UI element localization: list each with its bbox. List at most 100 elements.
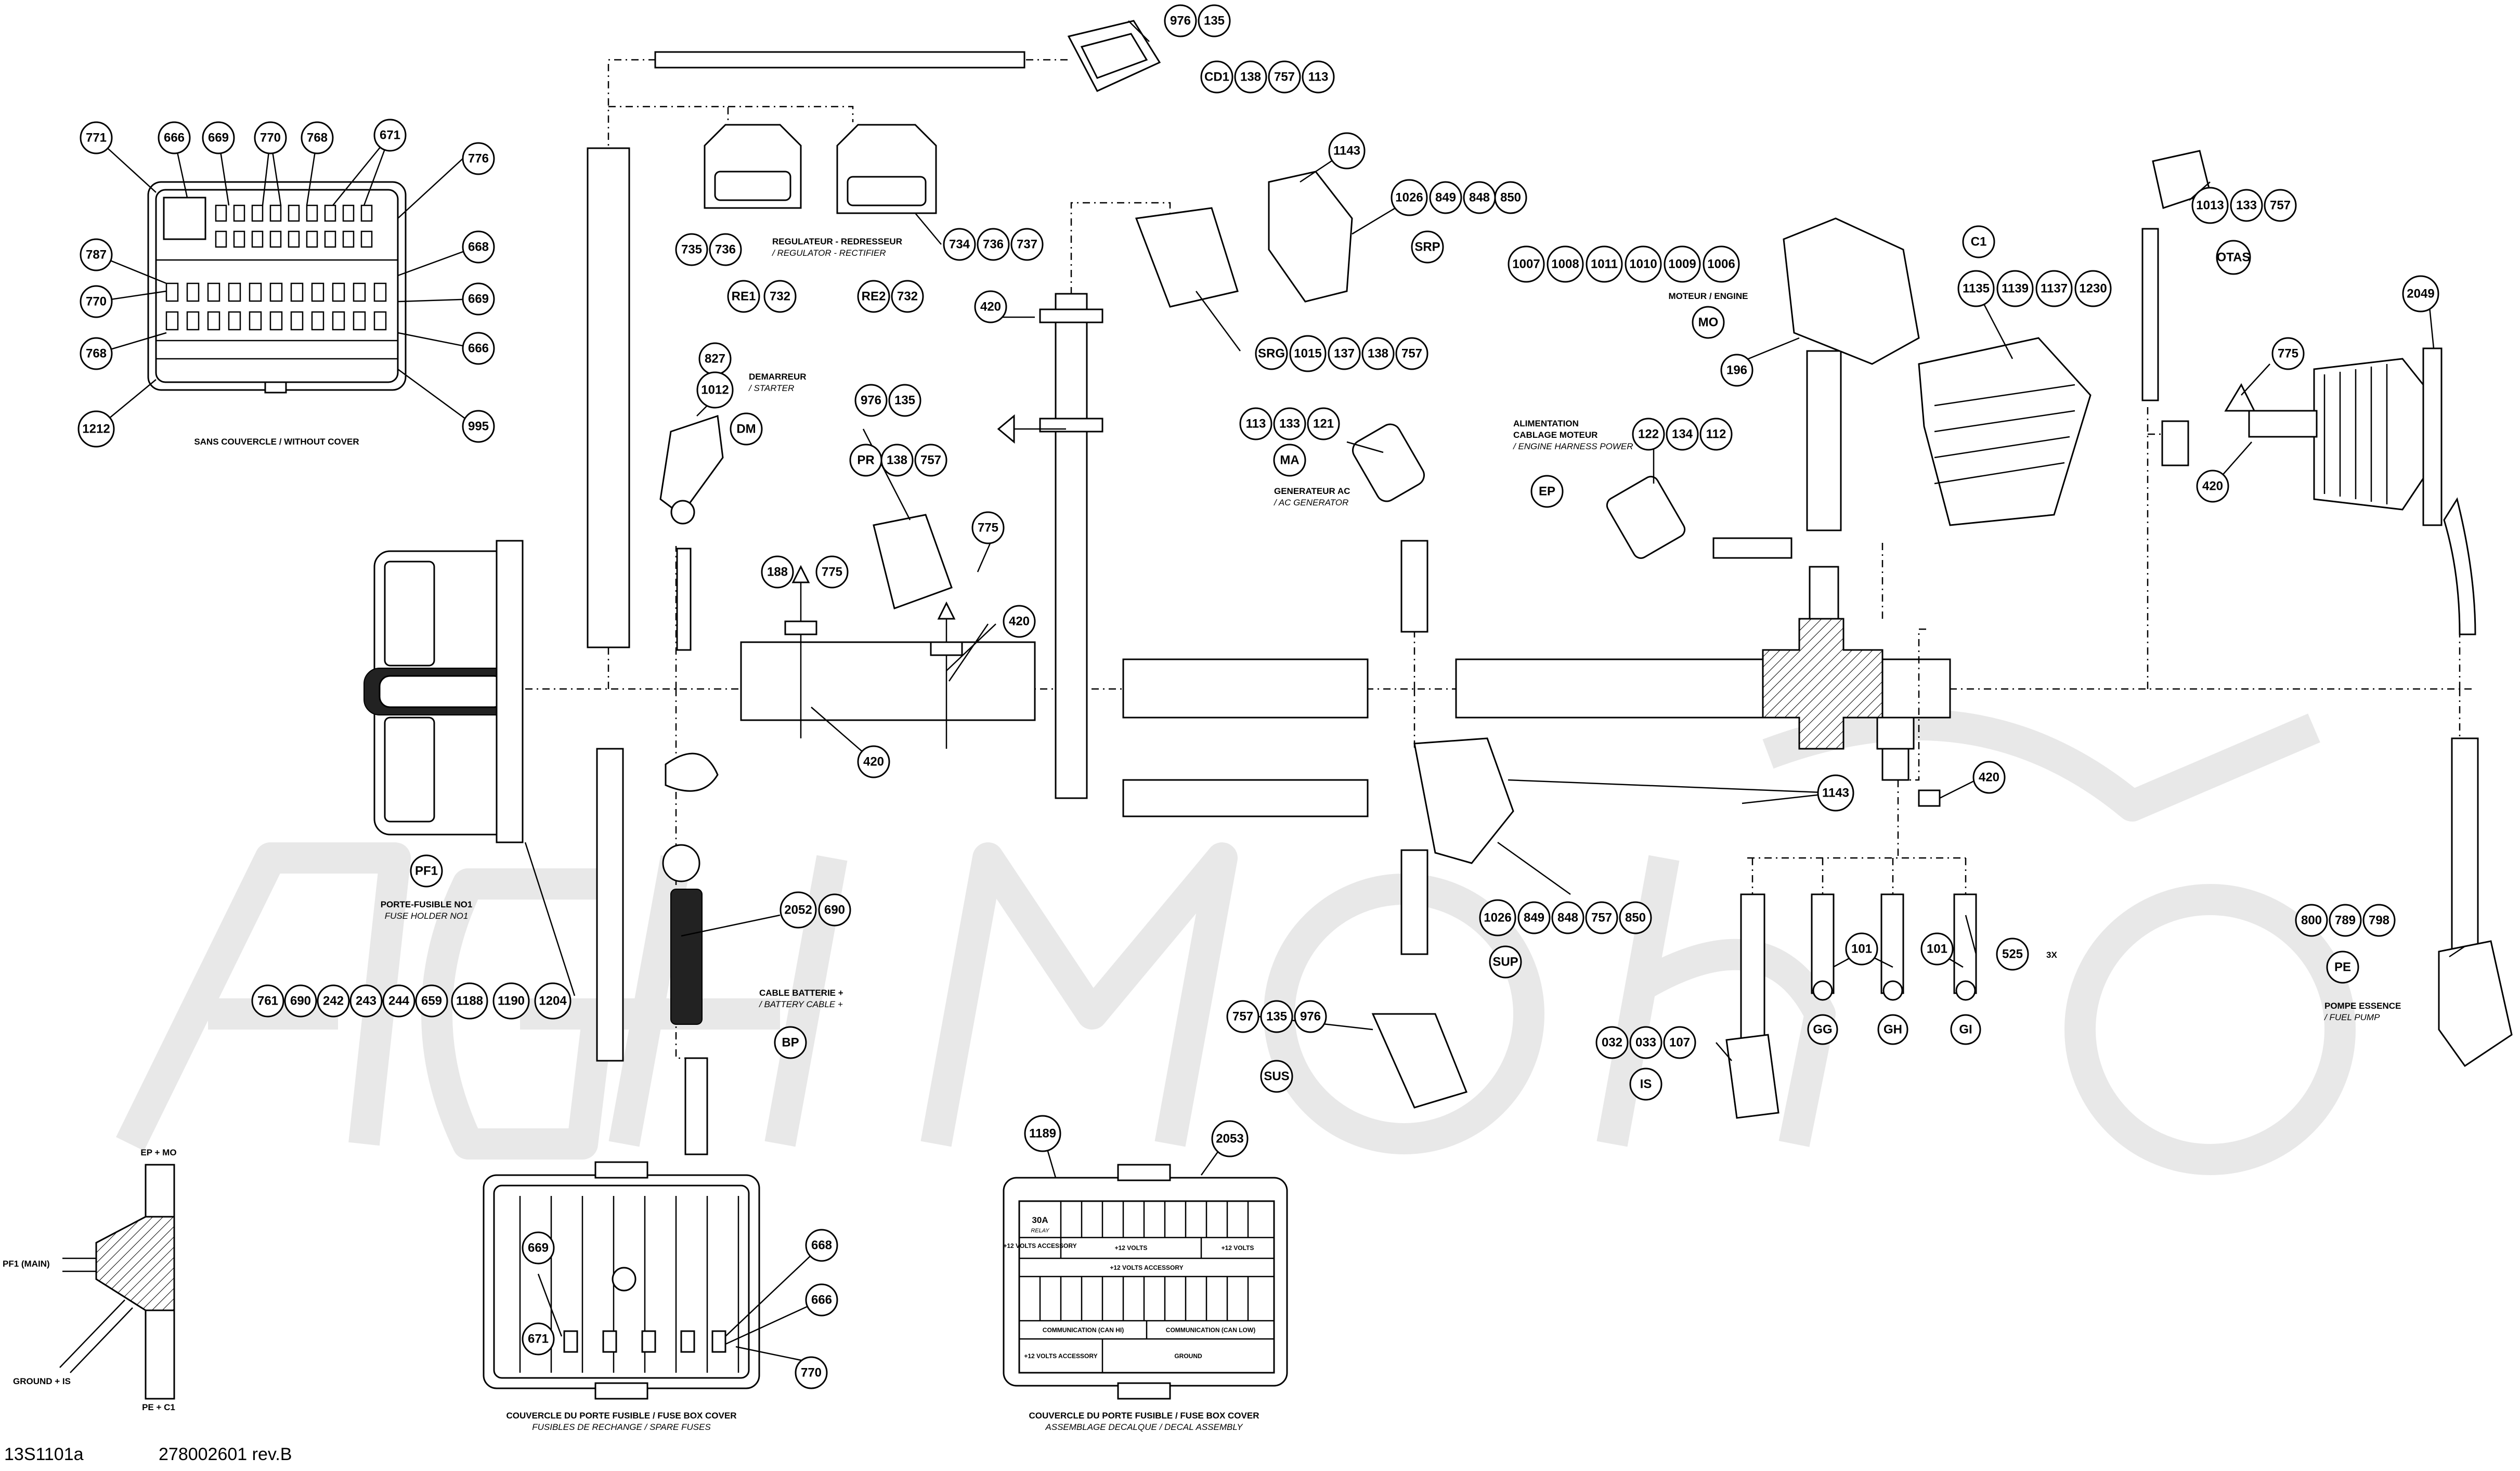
svg-text:420: 420	[2202, 479, 2223, 493]
svg-text:671: 671	[528, 1332, 549, 1346]
callout-1143-b: 1143	[1817, 774, 1854, 812]
svg-text:DM: DM	[736, 422, 756, 436]
callout-668-b: 668	[805, 1229, 838, 1262]
svg-text:757: 757	[1232, 1010, 1253, 1024]
svg-text:732: 732	[770, 290, 790, 304]
callout-849: 849	[1429, 181, 1462, 214]
callout-666-b: 666	[462, 332, 495, 365]
svg-text:420: 420	[980, 300, 1001, 314]
callout-757-d: 757	[2264, 189, 2297, 222]
regulator-fr: REGULATEUR - REDRESSEUR	[772, 237, 902, 246]
qty-3x: 3X	[2046, 950, 2057, 960]
svg-text:138: 138	[1368, 347, 1388, 361]
code-srp: SRP	[1411, 230, 1444, 264]
svg-text:668: 668	[468, 240, 489, 254]
callout-666-c: 666	[805, 1283, 838, 1317]
leader-lines	[96, 20, 2465, 1363]
callout-669-b: 669	[462, 282, 495, 316]
callout-1026: 1026	[1391, 179, 1428, 216]
svg-text:976: 976	[1300, 1010, 1321, 1024]
svg-text:671: 671	[380, 128, 400, 142]
callout-787: 787	[80, 238, 113, 271]
code-gh: GH	[1877, 1014, 1908, 1045]
part-number: 278002601 rev.B	[159, 1444, 292, 1464]
callout-1010: 1010	[1625, 245, 1662, 283]
svg-text:768: 768	[86, 347, 107, 361]
svg-text:138: 138	[1240, 70, 1261, 84]
callout-849-b: 849	[1517, 901, 1551, 934]
callout-1012: 1012	[696, 371, 734, 409]
svg-text:995: 995	[468, 420, 489, 434]
pf1-main-label: PF1 (MAIN)	[3, 1259, 50, 1269]
svg-text:113: 113	[1308, 70, 1329, 84]
svg-text:GH: GH	[1883, 1023, 1902, 1037]
svg-text:850: 850	[1625, 911, 1646, 925]
svg-text:827: 827	[705, 352, 725, 366]
splice-detail	[59, 1164, 175, 1400]
svg-text:1010: 1010	[1629, 257, 1657, 271]
svg-text:1143: 1143	[1333, 144, 1360, 158]
svg-text:787: 787	[86, 248, 107, 262]
pe-c1-label: PE + C1	[142, 1402, 175, 1412]
callout-770-c: 770	[795, 1356, 828, 1389]
engine-power-2: CABLAGE MOTEUR	[1513, 430, 1597, 440]
branch-bundles	[587, 51, 2479, 1155]
svg-text:IS: IS	[1640, 1077, 1652, 1091]
callout-1204: 1204	[534, 982, 571, 1020]
ring-terminals	[1812, 980, 1976, 1001]
code-ep: EP	[1530, 475, 1564, 508]
callout-768-b: 768	[80, 337, 113, 370]
fuse-box-cover-spare	[483, 1161, 760, 1400]
fuse-holder-top-view	[147, 181, 407, 394]
svg-text:775: 775	[978, 521, 998, 535]
svg-text:1188: 1188	[456, 994, 483, 1008]
code-srg: SRG	[1255, 337, 1288, 370]
callout-244: 244	[382, 984, 415, 1018]
code-pr: PR	[849, 444, 882, 477]
svg-text:757: 757	[920, 453, 941, 467]
callout-671: 671	[373, 119, 407, 152]
svg-text:976: 976	[1170, 14, 1191, 28]
callout-107: 107	[1663, 1026, 1696, 1059]
svg-text:770: 770	[86, 295, 107, 309]
svg-text:850: 850	[1500, 191, 1521, 205]
decal-12v: +12 VOLTS	[1115, 1244, 1148, 1252]
callout-690-b: 690	[284, 984, 317, 1018]
engine-power-1: ALIMENTATION	[1513, 419, 1579, 428]
svg-text:659: 659	[421, 994, 442, 1008]
callout-113: 113	[1302, 60, 1335, 94]
svg-text:RE2: RE2	[862, 290, 886, 304]
svg-text:1135: 1135	[1963, 282, 1990, 296]
decal-12v-b: +12 VOLTS	[1222, 1244, 1254, 1252]
callout-669-c: 669	[522, 1231, 555, 1265]
svg-text:732: 732	[897, 290, 918, 304]
svg-text:138: 138	[887, 453, 907, 467]
callout-798: 798	[2362, 904, 2396, 937]
svg-text:690: 690	[290, 994, 311, 1008]
code-c1: C1	[1962, 225, 1995, 258]
svg-text:134: 134	[1672, 427, 1693, 441]
callout-771: 771	[80, 121, 113, 154]
svg-text:761: 761	[257, 994, 278, 1008]
svg-text:734: 734	[949, 238, 970, 252]
callout-1135: 1135	[1957, 270, 1995, 307]
callout-101-b: 101	[1920, 932, 1954, 966]
callout-666: 666	[158, 121, 191, 154]
svg-text:1026: 1026	[1484, 911, 1511, 925]
svg-text:669: 669	[208, 131, 229, 145]
cover1-line2: FUSIBLES DE RECHANGE / SPARE FUSES	[532, 1422, 711, 1432]
callout-137: 137	[1328, 337, 1361, 370]
svg-text:SUP: SUP	[1492, 955, 1518, 969]
code-gg: GG	[1807, 1014, 1838, 1045]
cover1-line1: COUVERCLE DU PORTE FUSIBLE / FUSE BOX CO…	[506, 1411, 737, 1421]
svg-text:757: 757	[2270, 199, 2291, 213]
svg-text:2049: 2049	[2407, 287, 2434, 301]
main-harness-trunk	[525, 350, 2475, 781]
svg-text:757: 757	[1274, 70, 1295, 84]
ep-mo-label: EP + MO	[140, 1148, 176, 1157]
callout-420: 420	[974, 290, 1007, 323]
svg-text:798: 798	[2369, 914, 2389, 928]
callout-1139: 1139	[1996, 270, 2034, 307]
svg-text:032: 032	[1602, 1036, 1622, 1050]
svg-text:GI: GI	[1959, 1023, 1972, 1037]
